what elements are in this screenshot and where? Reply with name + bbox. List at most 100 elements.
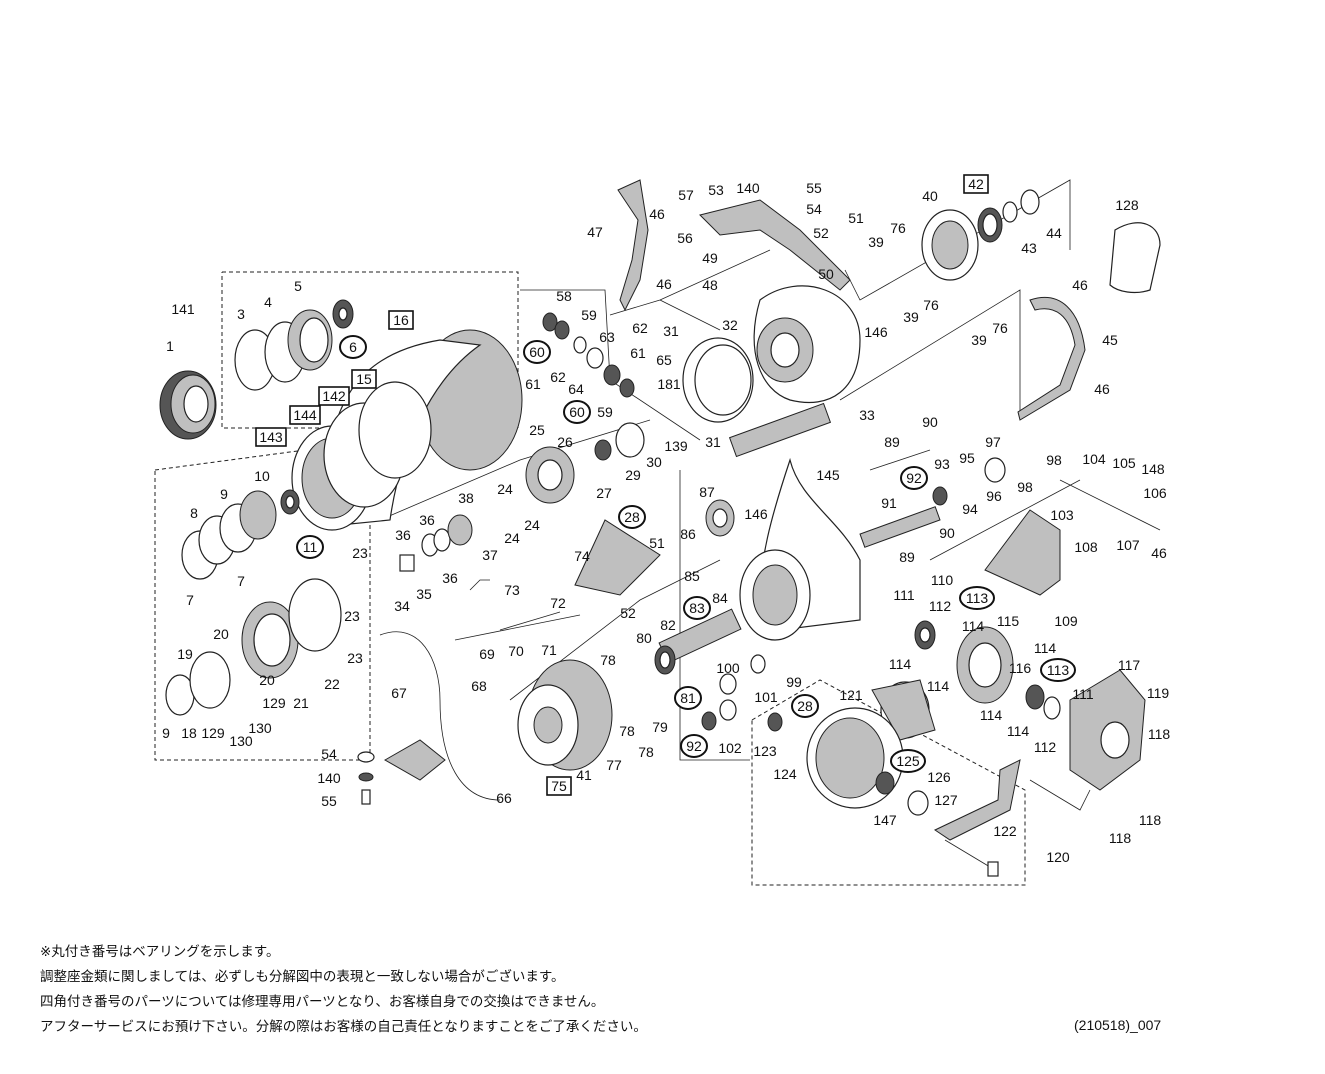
- bearing-circle: [563, 400, 591, 424]
- part-number-label: 32: [722, 317, 738, 333]
- part-number-label: 68: [471, 678, 487, 694]
- part-number-label: 26: [557, 434, 573, 450]
- part-54-55: [357, 739, 446, 805]
- part-number-label: 7: [186, 592, 194, 608]
- bearing-circle: [1040, 658, 1076, 682]
- part-bail-arm: [617, 179, 649, 312]
- part-rotor-nut: [525, 422, 645, 504]
- part-number-label: 58: [556, 288, 572, 304]
- part-number-label: 89: [899, 549, 915, 565]
- part-number-label: 31: [705, 434, 721, 450]
- part-number-label: 35: [416, 586, 432, 602]
- part-number-label: 85: [684, 568, 700, 584]
- part-number-label: 87: [699, 484, 715, 500]
- note-washers: 調整座金類に関しましては、必ずしも分解図中の表現と一致しない場合がございます。: [40, 969, 565, 985]
- part-number-label: 181: [657, 376, 681, 392]
- bearing-number-label: 81: [680, 690, 696, 706]
- part-number-label: 59: [597, 404, 613, 420]
- part-bail-support: [699, 199, 851, 291]
- bearing-number-label: 92: [906, 470, 922, 486]
- part-number-label: 50: [818, 266, 834, 282]
- part-oscillation-shaft: [859, 449, 1081, 561]
- part-number-label: 10: [254, 468, 270, 484]
- part-number-label: 44: [1046, 225, 1062, 241]
- bearing-number-label: 113: [966, 590, 989, 606]
- part-number-label: 9: [220, 486, 228, 502]
- part-number-label: 36: [419, 512, 435, 528]
- repair-part-number-label: 15: [356, 371, 372, 387]
- part-number-label: 74: [574, 548, 590, 564]
- part-number-label: 118: [1139, 812, 1162, 828]
- part-number-label: 3: [237, 306, 245, 322]
- part-number-label: 140: [736, 180, 760, 196]
- part-number-label: 31: [663, 323, 679, 339]
- part-number-label: 47: [587, 224, 603, 240]
- part-side-cover: [984, 509, 1061, 596]
- part-number-label: 61: [630, 345, 646, 361]
- note-service: アフターサービスにお預け下さい。分解の際はお客様の自己責任となりますことをご了承…: [40, 1019, 647, 1035]
- part-number-label: 126: [927, 769, 951, 785]
- bearing-number-label: 60: [569, 404, 585, 420]
- part-number-label: 57: [678, 187, 694, 203]
- part-74: [574, 519, 661, 596]
- bearing-number-label: 125: [896, 753, 920, 769]
- part-number-label: 77: [606, 757, 622, 773]
- part-number-label: 114: [1007, 723, 1030, 739]
- part-number-label: 104: [1082, 451, 1106, 467]
- part-number-label: 115: [997, 613, 1020, 629]
- bearing-number-label: 6: [349, 339, 357, 355]
- part-number-label: 59: [581, 307, 597, 323]
- part-drag-washers: [181, 490, 277, 580]
- part-number-label: 86: [680, 526, 696, 542]
- part-number-label: 78: [619, 723, 635, 739]
- part-number-label: 114: [980, 707, 1003, 723]
- bearing-number-label: 83: [689, 600, 705, 616]
- part-number-label: 95: [959, 450, 975, 466]
- repair-part-box: [963, 174, 989, 194]
- part-number-label: 108: [1074, 539, 1098, 555]
- part-number-label: 111: [893, 587, 914, 603]
- part-number-label: 19: [177, 646, 193, 662]
- part-number-label: 46: [1072, 277, 1088, 293]
- bearing-circle: [890, 749, 926, 773]
- part-rotor-cap: [921, 189, 1040, 281]
- part-number-label: 53: [708, 182, 724, 198]
- part-number-label: 55: [321, 793, 337, 809]
- part-number-label: 33: [859, 407, 875, 423]
- part-bail-spring: [379, 579, 581, 801]
- part-number-label: 102: [718, 740, 742, 756]
- repair-part-number-label: 143: [259, 429, 283, 445]
- part-number-label: 64: [568, 381, 584, 397]
- part-number-label: 128: [1115, 197, 1139, 213]
- bearing-number-label: 28: [797, 698, 813, 714]
- repair-part-number-label: 142: [322, 388, 346, 404]
- bearing-circle: [523, 340, 551, 364]
- part-number-label: 114: [927, 678, 950, 694]
- note-repair-parts: 四角付き番号のパーツについては修理専用パーツとなり、お客様自身での交換はできませ…: [40, 994, 605, 1010]
- part-number-label: 1: [166, 338, 174, 354]
- part-number-label: 30: [646, 454, 662, 470]
- part-number-label: 106: [1143, 485, 1167, 501]
- part-number-label: 36: [442, 570, 458, 586]
- part-number-label: 91: [881, 495, 897, 511]
- part-number-label: 119: [1147, 685, 1170, 701]
- part-number-label: 24: [504, 530, 520, 546]
- part-number-label: 48: [702, 277, 718, 293]
- part-number-label: 9: [162, 725, 170, 741]
- part-line-roller: [542, 312, 635, 398]
- part-number-label: 52: [813, 225, 829, 241]
- part-number-label: 34: [394, 598, 410, 614]
- bearing-circle: [674, 686, 702, 710]
- part-number-label: 146: [744, 506, 768, 522]
- part-number-label: 112: [929, 598, 952, 614]
- part-number-label: 110: [931, 572, 954, 588]
- part-number-label: 117: [1118, 657, 1141, 673]
- part-number-label: 79: [652, 719, 668, 735]
- part-number-label: 141: [171, 301, 195, 317]
- part-number-label: 66: [496, 790, 512, 806]
- part-number-label: 100: [716, 660, 740, 676]
- part-rotor: [682, 285, 861, 423]
- part-number-label: 67: [391, 685, 407, 701]
